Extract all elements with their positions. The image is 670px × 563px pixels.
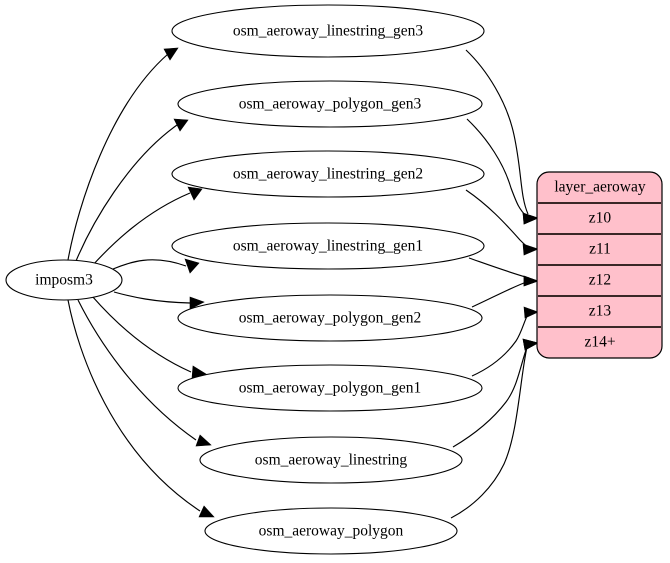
- layer-row-label-z14: z14+: [584, 334, 615, 351]
- node-layer-aeroway[interactable]: layer_aeroway z10 z11 z12 z13 z14+: [536, 171, 663, 359]
- node-osm-aeroway-linestring[interactable]: osm_aeroway_linestring: [199, 436, 463, 484]
- edge-imposm3-to-linestring-gen3: [67, 53, 169, 261]
- edge-group-source-to-tables: [67, 47, 215, 518]
- layer-row-label-z10: z10: [589, 210, 612, 227]
- node-osm-aeroway-polygon-gen1[interactable]: osm_aeroway_polygon_gen1: [177, 364, 483, 412]
- arrowhead-polygon-gen3: [173, 118, 189, 132]
- node-label-linestring-gen3: osm_aeroway_linestring_gen3: [233, 23, 424, 40]
- layer-row-label-z11: z11: [589, 241, 611, 258]
- node-label-polygon-gen2: osm_aeroway_polygon_gen2: [239, 310, 422, 327]
- arrowhead-linestring: [195, 434, 212, 447]
- node-shape-polygon-gen3: [177, 80, 483, 128]
- arrowhead-linestring-gen2: [187, 186, 203, 201]
- arrowhead-z12-from-polygon-gen2: [523, 275, 539, 287]
- edge-imposm3-to-polygon-gen1: [91, 295, 192, 373]
- edge-imposm3-to-polygon-gen3: [75, 124, 178, 262]
- arrowhead-z14-from-polygon: [522, 338, 539, 351]
- arrowhead-z11: [522, 243, 539, 256]
- arrowhead-z13: [523, 306, 539, 319]
- node-imposm3[interactable]: imposm3: [5, 259, 123, 301]
- node-osm-aeroway-polygon-gen3[interactable]: osm_aeroway_polygon_gen3: [177, 80, 483, 128]
- node-osm-aeroway-polygon-gen2[interactable]: osm_aeroway_polygon_gen2: [177, 294, 483, 342]
- edge-linestring-gen1-to-z12: [468, 257, 530, 279]
- edge-polygon-gen1-to-z13: [471, 311, 530, 377]
- node-osm-aeroway-linestring-gen3[interactable]: osm_aeroway_linestring_gen3: [171, 4, 485, 58]
- node-label-linestring-gen2: osm_aeroway_linestring_gen2: [233, 166, 423, 183]
- node-shape-linestring-gen1: [171, 222, 485, 270]
- edge-imposm3-to-linestring: [77, 299, 197, 441]
- node-shape-polygon-gen2: [177, 294, 483, 342]
- arrowhead-linestring-gen3: [163, 47, 179, 61]
- edge-imposm3-to-linestring-gen1: [112, 259, 187, 270]
- arrowhead-linestring-gen1: [184, 258, 200, 274]
- node-shape-linestring: [199, 436, 463, 484]
- node-label-polygon-gen1: osm_aeroway_polygon_gen1: [239, 380, 422, 397]
- layer-aeroway-header-label: layer_aeroway: [554, 179, 645, 196]
- node-imposm3-label: imposm3: [35, 272, 93, 289]
- node-label-linestring-gen1: osm_aeroway_linestring_gen1: [233, 238, 423, 255]
- node-osm-aeroway-polygon[interactable]: osm_aeroway_polygon: [204, 507, 458, 555]
- layer-row-label-z13: z13: [589, 303, 612, 320]
- node-imposm3-shape: [5, 259, 123, 301]
- edge-linestring-to-z14: [452, 343, 529, 448]
- edge-imposm3-to-polygon: [67, 299, 201, 512]
- node-osm-aeroway-linestring-gen1[interactable]: osm_aeroway_linestring_gen1: [171, 222, 485, 270]
- node-label-linestring: osm_aeroway_linestring: [255, 452, 408, 469]
- arrowhead-polygon-gen2: [189, 296, 205, 310]
- edge-group-tables-to-layer: [450, 49, 539, 519]
- node-shape-linestring-gen2: [171, 150, 485, 198]
- node-label-polygon-gen3: osm_aeroway_polygon_gen3: [239, 96, 422, 113]
- edge-polygon-to-z14: [450, 346, 528, 519]
- node-shape-polygon: [204, 507, 458, 555]
- edge-polygon-gen2-to-z12: [471, 280, 530, 308]
- node-shape-polygon-gen1: [177, 364, 483, 412]
- layer-row-label-z12: z12: [589, 272, 611, 289]
- edge-linestring-gen3-to-z10: [465, 49, 529, 215]
- node-label-polygon: osm_aeroway_polygon: [259, 523, 404, 540]
- node-osm-aeroway-linestring-gen2[interactable]: osm_aeroway_linestring_gen2: [171, 150, 485, 198]
- arrowhead-polygon: [198, 505, 215, 518]
- edge-imposm3-to-polygon-gen2: [113, 291, 191, 304]
- node-shape-linestring-gen3: [171, 4, 485, 58]
- arrowhead-z10-from-polygon-gen3: [522, 212, 539, 225]
- edge-imposm3-to-linestring-gen2: [91, 192, 191, 267]
- edge-polygon-gen3-to-z10: [466, 118, 528, 218]
